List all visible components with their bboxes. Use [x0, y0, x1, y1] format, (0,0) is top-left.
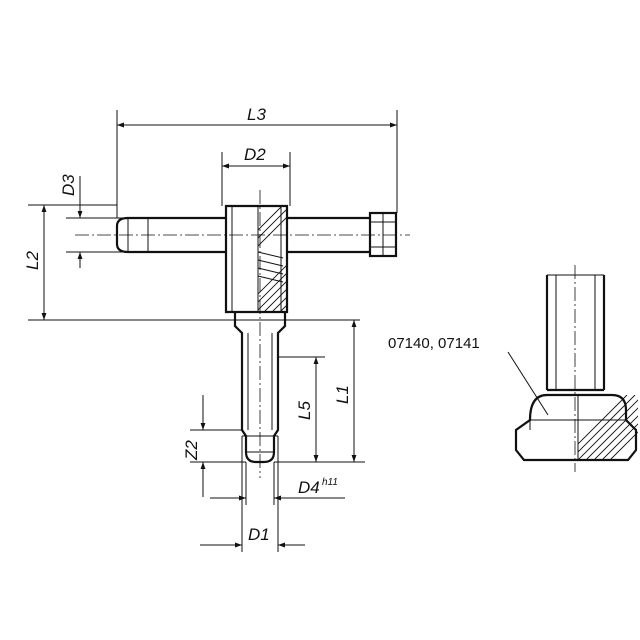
dim-Z2: Z2 [182, 440, 201, 461]
detail-section-hatch [578, 395, 638, 460]
detail-view: 07140, 07141 [388, 265, 638, 472]
dimension-lines: L3 D2 D3 L2 L5 L1 Z2 D4 h11 [23, 105, 398, 552]
dim-D4: D4 [298, 478, 320, 497]
detail-nut [514, 393, 638, 462]
dim-L1: L1 [333, 385, 352, 404]
dim-L5: L5 [295, 401, 314, 420]
dim-D3: D3 [59, 174, 78, 196]
internal-thread [257, 251, 284, 283]
t-handle-part [75, 190, 410, 478]
hub-section-hatch [258, 206, 288, 312]
dim-D1: D1 [248, 525, 270, 544]
crossbar-outline [115, 216, 370, 254]
dim-D4-tolerance: h11 [322, 477, 338, 488]
dim-L3: L3 [247, 105, 266, 124]
hub-outline [224, 204, 289, 314]
dim-L2: L2 [23, 251, 42, 270]
detail-note: 07140, 07141 [388, 335, 480, 352]
dim-D2: D2 [244, 145, 266, 164]
detail-leader [507, 351, 549, 416]
